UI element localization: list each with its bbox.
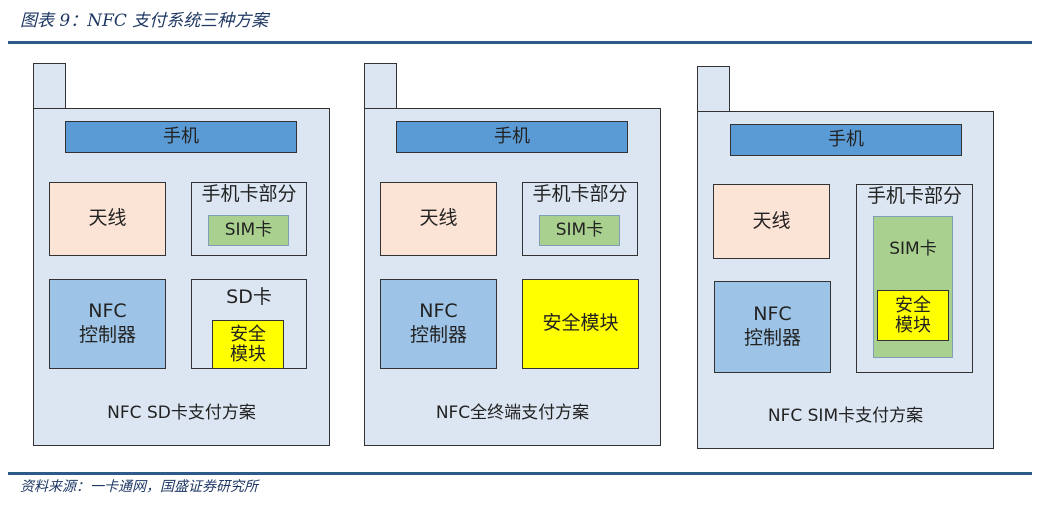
sim-card-block: SIM卡 [539,215,620,246]
secure-label-1: 安全 [895,294,931,316]
nfc-label: NFC [88,300,127,323]
scheme-caption: NFC SIM卡支付方案 [767,406,924,426]
source-note: 资料来源：一卡通网，国盛证券研究所 [20,479,258,495]
phone-antenna-tab [697,66,730,113]
secure-label-2: 模块 [230,343,266,365]
phone-antenna-tab [33,63,66,110]
card-part-label: 手机卡部分 [201,183,297,205]
controller-label: 控制器 [78,324,136,346]
antenna-block: 天线 [380,182,497,256]
controller-label: 控制器 [409,324,467,346]
secure-label-1: 安全 [230,323,266,345]
secure-module-block: 安全模块 [212,320,284,369]
controller-label: 控制器 [743,327,801,349]
secure-label-2: 模块 [895,314,931,336]
sim-card-label: SIM卡 [889,239,937,259]
sd-card-label: SD卡 [226,286,272,308]
sim-card-block: SIM卡 [208,215,289,246]
antenna-block: 天线 [49,182,166,256]
top-rule [8,41,1032,44]
card-part-label: 手机卡部分 [866,185,962,207]
scheme-caption: NFC全终端支付方案 [435,403,590,423]
secure-module-block: 安全模块 [522,279,639,369]
phone-body [364,108,661,446]
scheme-caption: NFC SD卡支付方案 [107,403,256,423]
secure-module-block: 安全模块 [877,290,949,341]
phone-header: 手机 [65,121,297,153]
nfc-label: NFC [753,303,792,326]
phone-antenna-tab [364,63,397,110]
bottom-rule [8,472,1032,475]
phone-header: 手机 [396,121,628,153]
nfc-label: NFC [419,300,458,323]
antenna-block: 天线 [713,184,830,259]
phone-header: 手机 [730,124,962,156]
card-part-label: 手机卡部分 [532,183,628,205]
phone-body [33,108,330,446]
figure-title: 图表 9：NFC 支付系统三种方案 [20,11,269,31]
